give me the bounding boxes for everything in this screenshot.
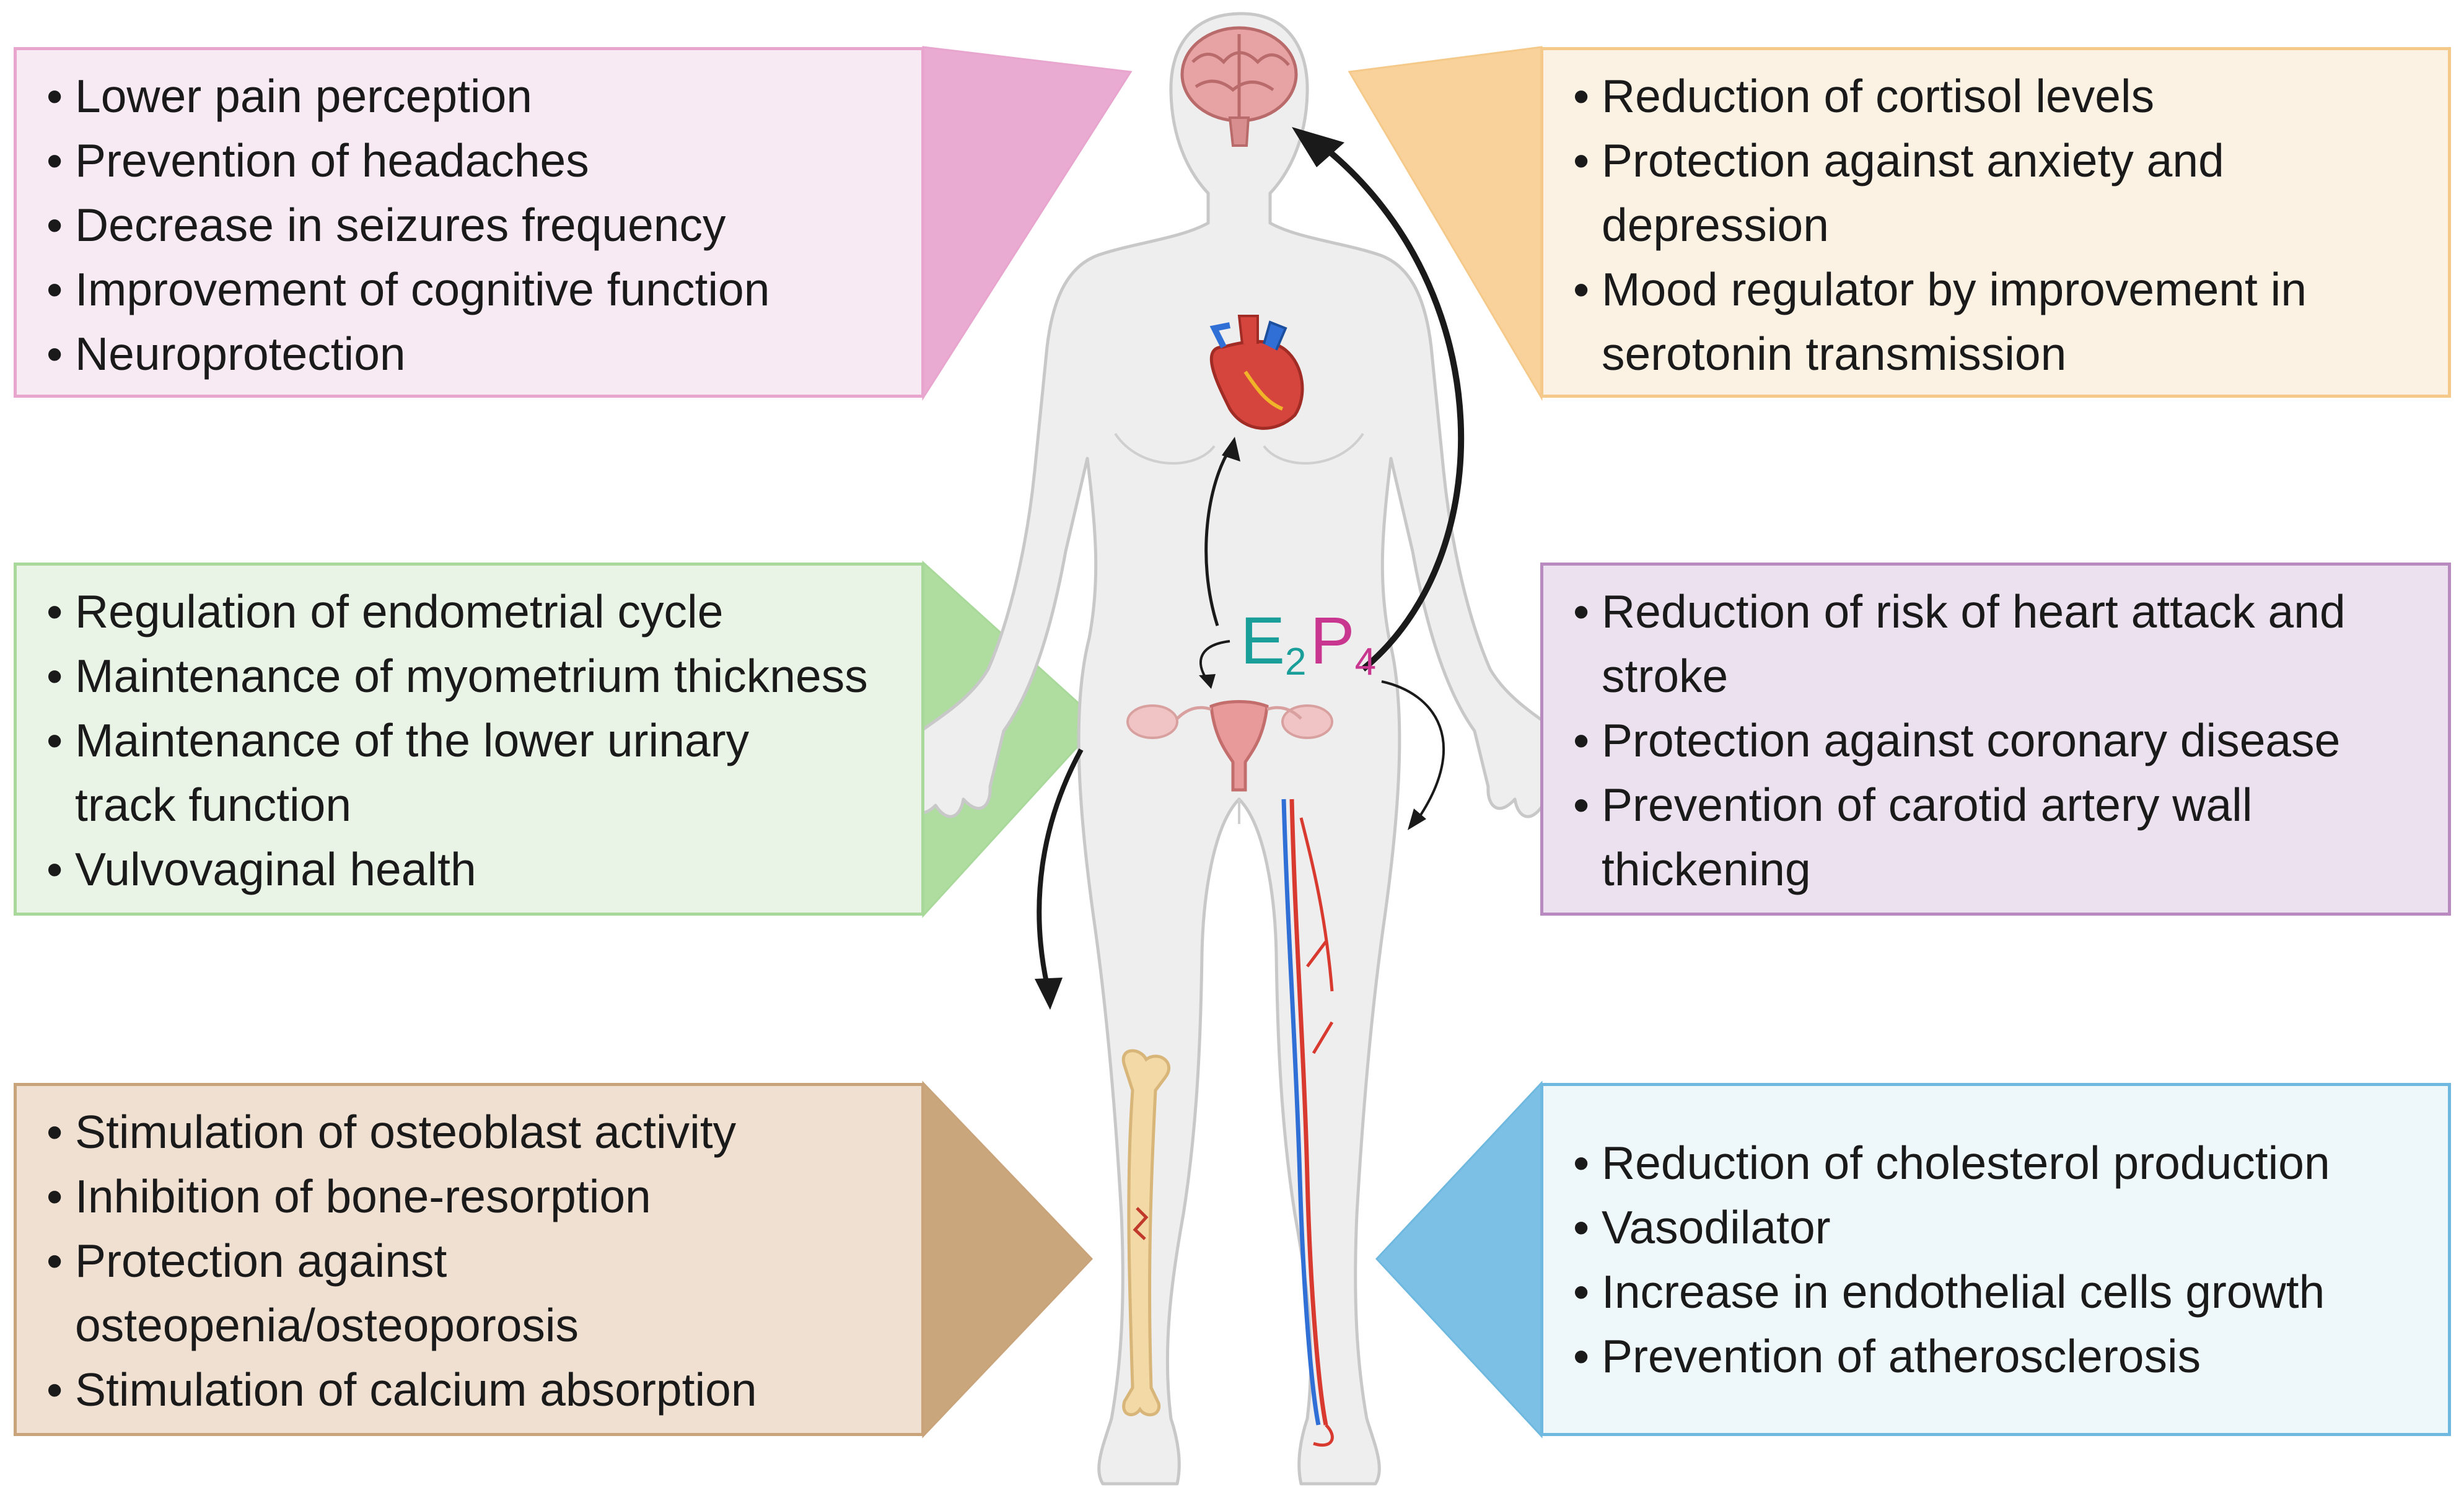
brain-list: Lower pain perceptionPrevention of heada…	[46, 64, 921, 386]
arrowhead-vessels	[1408, 808, 1426, 830]
bone-icon	[1121, 1049, 1170, 1417]
list-item: Vulvovaginal health	[46, 837, 921, 901]
box-mood: Reduction of cortisol levelsProtection a…	[1540, 47, 2451, 398]
list-item: Maintenance of myometrium thickness	[46, 644, 921, 708]
list-item: Improvement of cognitive function	[46, 257, 921, 322]
box-heart: Reduction of risk of heart attack and st…	[1540, 563, 2451, 916]
arrowhead-bone	[1035, 978, 1063, 1010]
bone-list: Stimulation of osteoblast activityInhibi…	[46, 1100, 921, 1422]
list-item: Mood regulator by improvement in seroton…	[1573, 257, 2448, 386]
arrow-to-bone	[1037, 748, 1084, 986]
box-reproductive: Regulation of endometrial cycleMaintenan…	[14, 563, 924, 916]
list-item: Reduction of risk of heart attack and st…	[1573, 579, 2448, 708]
arrow-to-uterus	[1199, 640, 1230, 683]
list-item: Regulation of endometrial cycle	[46, 579, 921, 644]
vessels-icon	[1281, 799, 1334, 1447]
hormone-label: E2P4	[1240, 607, 1376, 696]
list-item: Protection against anxiety and depressio…	[1573, 128, 2448, 257]
estradiol-label: E2	[1240, 603, 1307, 684]
list-item: Stimulation of osteoblast activity	[46, 1100, 921, 1164]
arrow-to-vessels	[1381, 680, 1445, 819]
list-item: Prevention of carotid artery wall thicke…	[1573, 773, 2448, 901]
box-bone: Stimulation of osteoblast activityInhibi…	[14, 1083, 924, 1436]
box-vascular: Reduction of cholesterol productionVasod…	[1540, 1083, 2451, 1436]
vascular-list: Reduction of cholesterol productionVasod…	[1573, 1131, 2448, 1388]
list-item: Inhibition of bone-resorption	[46, 1164, 921, 1229]
arrows	[1035, 127, 1465, 1010]
list-item: Stimulation of calcium absorption	[46, 1357, 921, 1422]
heart-icon	[1209, 315, 1304, 430]
list-item: Reduction of cholesterol production	[1573, 1131, 2448, 1195]
progesterone-label: P4	[1310, 603, 1377, 684]
list-item: Lower pain perception	[46, 64, 921, 128]
list-item: Prevention of headaches	[46, 128, 921, 193]
box-brain: Lower pain perceptionPrevention of heada…	[14, 47, 924, 398]
list-item: Protection against osteopenia/osteoporos…	[46, 1229, 921, 1357]
uterus-icon	[1126, 700, 1333, 792]
list-item: Decrease in seizures frequency	[46, 193, 921, 257]
list-item: Maintenance of the lower urinary track f…	[46, 708, 921, 837]
list-item: Neuroprotection	[46, 322, 921, 386]
arrow-to-brain	[1323, 146, 1465, 672]
list-item: Protection against coronary disease	[1573, 708, 2448, 773]
arrowhead-brain	[1292, 127, 1344, 167]
arrow-to-heart	[1204, 448, 1232, 626]
pointer-bone	[922, 1080, 1094, 1439]
list-item: Vasodilator	[1573, 1195, 2448, 1259]
list-item: Reduction of cortisol levels	[1573, 64, 2448, 128]
pointer-vascular	[1375, 1080, 1543, 1439]
arrowhead-uterus	[1199, 674, 1216, 689]
brain-icon	[1180, 26, 1298, 147]
arrowhead-heart	[1222, 437, 1240, 462]
breast-line-left	[1114, 432, 1216, 465]
list-item: Increase in endothelial cells growth	[1573, 1259, 2448, 1324]
list-item: Prevention of atherosclerosis	[1573, 1324, 2448, 1388]
mood-list: Reduction of cortisol levelsProtection a…	[1573, 64, 2448, 386]
breast-line-right	[1263, 432, 1364, 465]
heart-list: Reduction of risk of heart attack and st…	[1573, 579, 2448, 901]
reproductive-list: Regulation of endometrial cycleMaintenan…	[46, 579, 921, 901]
